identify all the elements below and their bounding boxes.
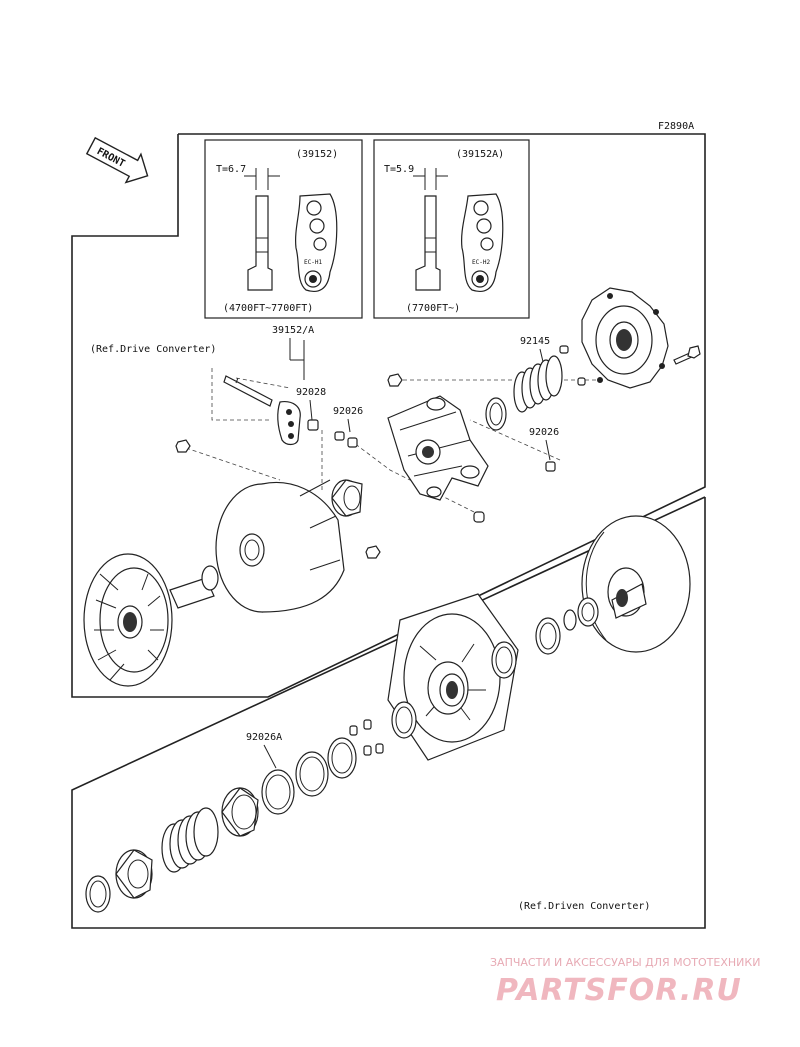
callout-92026-a: 92026 <box>333 406 363 417</box>
driven-spring <box>161 807 219 873</box>
watermark: ЗАПЧАСТИ И АКСЕССУАРЫ ДЛЯ МОТОТЕХНИКИ PA… <box>490 956 760 1008</box>
driven-small-parts <box>349 719 384 756</box>
converter-cover <box>581 287 669 389</box>
callout-92028: 92028 <box>296 387 326 398</box>
watermark-brand: PARTSFOR.RU <box>496 973 742 1008</box>
weight-box-left: (39152) T=6.7 EC-H1 (4700FT~7700FT) <box>204 139 363 319</box>
weight-part <box>277 401 301 446</box>
front-arrow-icon: FRONT <box>85 136 149 184</box>
callout-92145: 92145 <box>520 336 550 347</box>
spider-assembly <box>387 395 489 501</box>
lower-frame <box>71 496 706 929</box>
nut-small <box>175 373 403 559</box>
box-left-part-no: (39152) <box>296 149 338 160</box>
drive-fixed-sheave <box>83 553 219 687</box>
washer-ring <box>485 397 507 431</box>
seal-ring-3 <box>261 769 295 815</box>
box-right-part-no: (39152A) <box>456 149 504 160</box>
watermark-subtitle: ЗАПЧАСТИ И АКСЕССУАРЫ ДЛЯ МОТОТЕХНИКИ <box>490 956 760 969</box>
box-left-range: (4700FT~7700FT) <box>223 303 313 314</box>
weight-box-right: (39152A) T=5.9 EC-H2 (7700FT~) <box>373 139 530 319</box>
ref-drive-converter: (Ref.Drive Converter) <box>90 344 216 355</box>
driven-movable-sheave <box>387 593 519 761</box>
drive-movable-sheave <box>215 479 345 613</box>
driven-cam <box>115 849 153 899</box>
box-right-range: (7700FT~) <box>406 303 460 314</box>
driven-fixed-sheave <box>581 515 691 653</box>
callout-92026A: 92026A <box>246 732 282 743</box>
bolt <box>673 345 701 365</box>
spring-92145 <box>513 355 563 413</box>
seal-ring-2 <box>295 751 329 797</box>
box-left-mark: EC-H1 <box>304 259 322 266</box>
callout-39152a: 39152/A <box>272 325 314 336</box>
box-right-thickness: T=5.9 <box>384 164 414 175</box>
drive-bushing <box>331 479 363 517</box>
box-right-mark: EC-H2 <box>472 259 490 266</box>
driven-bearing-ring <box>563 597 599 631</box>
weight-pin <box>223 375 273 407</box>
ref-driven-converter: (Ref.Driven Converter) <box>518 901 650 912</box>
callout-92026-b: 92026 <box>529 427 559 438</box>
spring-seat <box>221 787 259 837</box>
box-left-thickness: T=6.7 <box>216 164 246 175</box>
upper-frame <box>71 133 706 698</box>
figure-code: F2890A <box>658 121 694 132</box>
